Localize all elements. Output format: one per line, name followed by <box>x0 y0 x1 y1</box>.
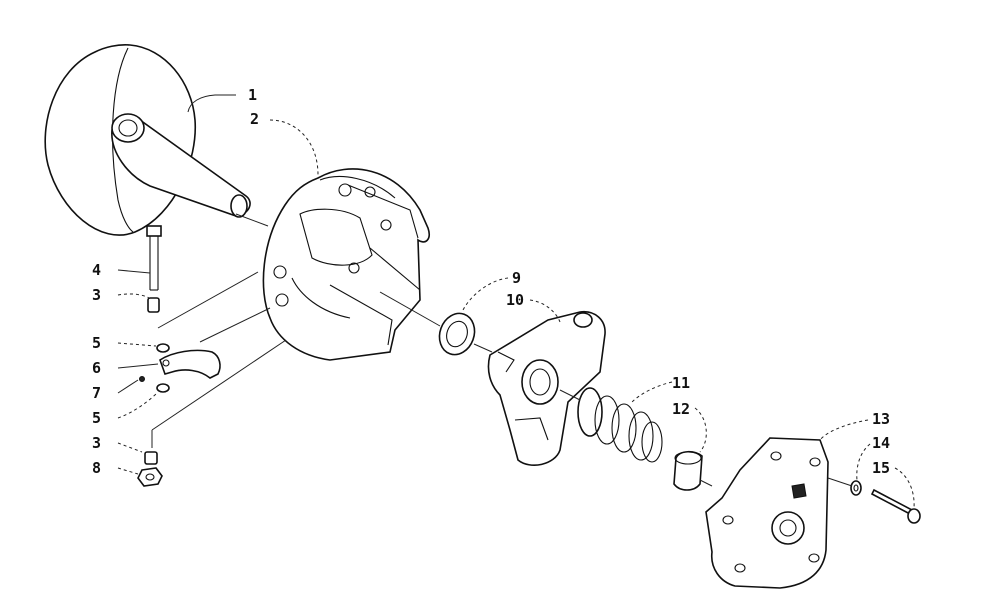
callout-3-upper: 3 <box>92 286 101 304</box>
part-5-washer-upper <box>156 343 170 353</box>
callout-5-lower: 5 <box>92 409 101 427</box>
part-7-pin <box>139 376 145 382</box>
callout-11: 11 <box>672 374 690 392</box>
part-15-bolt <box>870 488 921 524</box>
callout-3-lower: 3 <box>92 434 101 452</box>
callout-10: 10 <box>506 291 524 309</box>
callout-2: 2 <box>250 110 259 128</box>
part-14-washer <box>850 480 862 496</box>
callout-8: 8 <box>92 459 101 477</box>
part-6-arm <box>159 349 221 379</box>
callout-1: 1 <box>248 86 257 104</box>
part-5-washer-lower <box>156 383 170 393</box>
callout-14: 14 <box>872 434 890 452</box>
callout-13: 13 <box>872 410 890 428</box>
callout-9: 9 <box>512 269 521 287</box>
callout-4: 4 <box>92 261 101 279</box>
part-13-cover <box>705 437 829 589</box>
assembly-lines <box>151 213 853 487</box>
callout-labels: 1 2 4 3 5 6 7 5 3 8 9 10 11 12 13 14 15 <box>92 86 890 477</box>
part-3-bushing-lower <box>144 451 158 465</box>
part-4-bolt <box>146 225 162 291</box>
callout-15: 15 <box>872 459 890 477</box>
part-12-bushing <box>673 450 703 491</box>
part-10-spider <box>487 310 606 466</box>
part-8-nut <box>137 467 163 487</box>
callout-6: 6 <box>92 359 101 377</box>
callout-5-upper: 5 <box>92 334 101 352</box>
part-9-seal <box>438 312 476 356</box>
part-11-spring <box>577 387 663 463</box>
callout-leaders <box>117 94 915 509</box>
callout-7: 7 <box>92 384 101 402</box>
part-1-sheave <box>44 44 251 236</box>
part-2-moveable-sheave <box>262 168 430 361</box>
callout-12: 12 <box>672 400 690 418</box>
part-3-bushing-upper <box>147 297 160 313</box>
